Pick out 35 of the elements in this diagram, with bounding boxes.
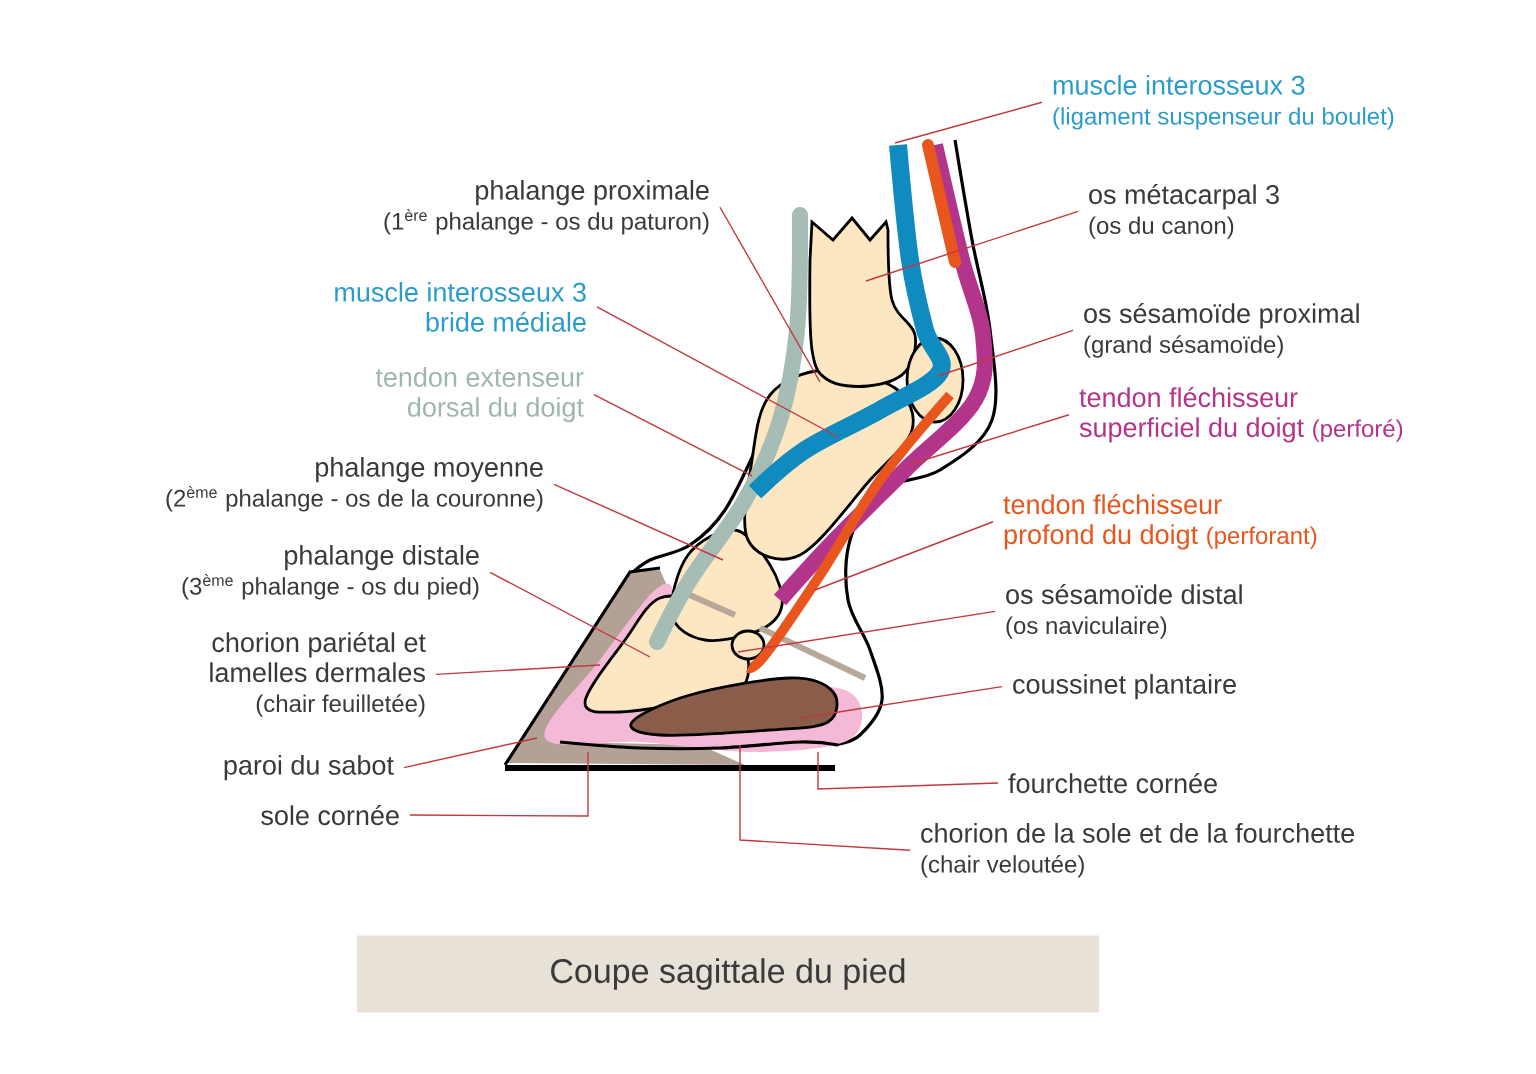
label-text: os sésamoïde proximal (grand sésamoïde) xyxy=(1084,303,1359,358)
label-text: sole cornée xyxy=(261,805,399,826)
leader-line xyxy=(409,751,589,817)
label-text: chorion de la sole et de la fourchette (chair veloutée) xyxy=(921,823,1354,878)
label-text: chorion pariétal et lamelles dermales (chair feuilletée) xyxy=(210,632,426,717)
leader-line xyxy=(817,751,999,790)
leader-line xyxy=(739,744,911,851)
caption-box: Coupe sagittale du pied xyxy=(357,935,1099,1013)
leader-line xyxy=(593,393,753,477)
leader-line xyxy=(937,329,1074,377)
leader-line xyxy=(894,101,1043,144)
label-text: coussinet plantaire xyxy=(1013,674,1236,700)
label-text: tendon fléchisseur profond du doigt (perforant) xyxy=(1003,494,1317,550)
leader-line xyxy=(553,483,724,561)
label-text: muscle interosseux 3 (ligament suspenseur du boulet) xyxy=(1053,75,1394,130)
leader-line xyxy=(719,206,821,383)
label-text: tendon extenseur dorsal du doigt xyxy=(375,367,584,423)
leader-line xyxy=(907,414,1070,466)
leader-line xyxy=(403,737,538,769)
leader-line xyxy=(799,685,1003,719)
label-text: os sésamoïde distal (os naviculaire) xyxy=(1006,584,1242,639)
label-text: os métacarpal 3 (os du canon) xyxy=(1089,184,1279,239)
label-text: muscle interosseux 3 bride médiale xyxy=(335,282,586,332)
label-text: paroi du sabot xyxy=(224,755,394,781)
label-text: phalange moyenne (2$^{ème}$ phalange - os de la couronne) xyxy=(166,457,543,512)
label-text: tendon fléchisseur superficiel du doigt (perforé) xyxy=(1079,387,1403,443)
leader-line xyxy=(865,210,1079,282)
leader-line xyxy=(435,664,601,676)
leader-line xyxy=(489,571,651,658)
leader-line xyxy=(814,521,994,591)
leader-line xyxy=(596,306,839,438)
leader-line xyxy=(737,610,996,653)
label-text: phalange distale (3$^{ème}$ phalange - os du pied) xyxy=(182,545,479,600)
label-text: phalange proximale (1$^{ère}$ phalange - os du paturon) xyxy=(384,180,709,235)
label-text: fourchette cornée xyxy=(1008,773,1217,794)
